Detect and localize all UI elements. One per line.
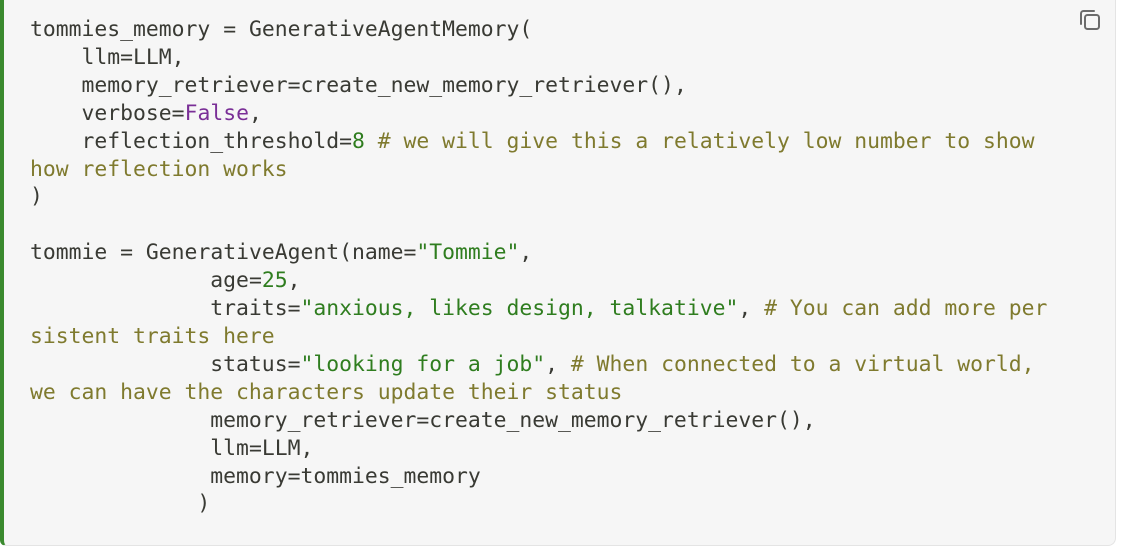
code-token: tommie [30, 240, 121, 266]
code-token-op: = [416, 407, 430, 433]
code-token-str: "Tommie" [416, 240, 520, 266]
code-token-com: # You can add more persistent traits her… [30, 296, 1048, 349]
code-line: llm=LLM, [30, 44, 1060, 72]
code-token-op: = [287, 72, 301, 98]
code-token: age [30, 268, 249, 294]
code-line: memory_retriever=create_new_memory_retri… [30, 72, 1060, 100]
code-token: , [738, 296, 765, 322]
copy-icon [1080, 10, 1100, 30]
code-token: GenerativeAgentMemory( [236, 17, 533, 42]
code-block: tommies_memory = GenerativeAgentMemory( … [0, 0, 1116, 546]
code-token: llm [30, 435, 249, 461]
code-token: , [519, 240, 533, 266]
code-token-com: # we will give this a relatively low num… [30, 128, 1048, 182]
code-token-op: = [287, 296, 301, 322]
code-token: create_new_memory_retriever(), [300, 72, 687, 98]
code-line: tommie = GenerativeAgent(name="Tommie", [30, 239, 1060, 267]
code-token: memory_retriever [30, 407, 417, 433]
code-token: GenerativeAgent(name [133, 240, 404, 266]
code-token: traits [30, 296, 288, 322]
code-token: , [545, 351, 571, 377]
code-token: status [30, 351, 288, 377]
code-line: memory_retriever=create_new_memory_retri… [30, 407, 1060, 435]
code-token: create_new_memory_retriever(), [429, 407, 816, 433]
code-token: LLM, [261, 435, 314, 461]
code-line: status="looking for a job", # When conne… [30, 351, 1060, 407]
code-token: llm [30, 44, 121, 70]
code-token-str: "anxious, likes design, talkative" [300, 296, 739, 322]
code-token-op: = [287, 351, 301, 377]
code-token-com: # When connected to a virtual world, we … [30, 351, 1048, 405]
code-token: memory [30, 463, 288, 489]
code-line: ) [30, 490, 1060, 518]
code-line: age=25, [30, 267, 1060, 295]
code-token [365, 129, 378, 154]
code-token-num: 8 [351, 128, 365, 154]
code-line: reflection_threshold=8 # we will give th… [30, 128, 1060, 184]
code-line: llm=LLM, [30, 435, 1060, 463]
code-content: tommies_memory = GenerativeAgentMemory( … [30, 16, 1060, 518]
code-token: LLM, [133, 44, 185, 70]
code-token-op: = [248, 435, 262, 461]
code-line: traits="anxious, likes design, talkative… [30, 295, 1060, 351]
code-token-op: = [287, 463, 301, 489]
code-line: tommies_memory = GenerativeAgentMemory( [30, 16, 1060, 44]
code-token-op: = [403, 240, 417, 266]
code-token-str: "looking for a job" [300, 351, 546, 377]
code-token-kw: False [184, 100, 249, 126]
code-token: tommies_memory [300, 463, 481, 489]
code-token-op: = [248, 268, 262, 294]
code-token-op: = [120, 44, 134, 70]
code-line: ​ [30, 211, 1060, 239]
code-token-op: = [171, 100, 185, 126]
code-token: ) [30, 184, 43, 210]
code-token: verbose [30, 100, 172, 126]
code-token: tommies_memory [30, 17, 224, 42]
code-line: verbose=False, [30, 100, 1060, 128]
code-token: , [287, 268, 301, 294]
code-token-op: = [120, 240, 134, 266]
code-line: ) [30, 183, 1060, 211]
code-line: memory=tommies_memory [30, 463, 1060, 491]
code-token: ) [30, 491, 211, 517]
code-token: , [248, 100, 262, 126]
copy-button[interactable] [1072, 2, 1108, 38]
code-token: memory_retriever [30, 72, 288, 98]
code-token: reflection_threshold [30, 128, 340, 154]
code-token-op: = [223, 17, 237, 42]
code-token-op: = [339, 128, 352, 154]
code-token-num: 25 [261, 268, 288, 294]
